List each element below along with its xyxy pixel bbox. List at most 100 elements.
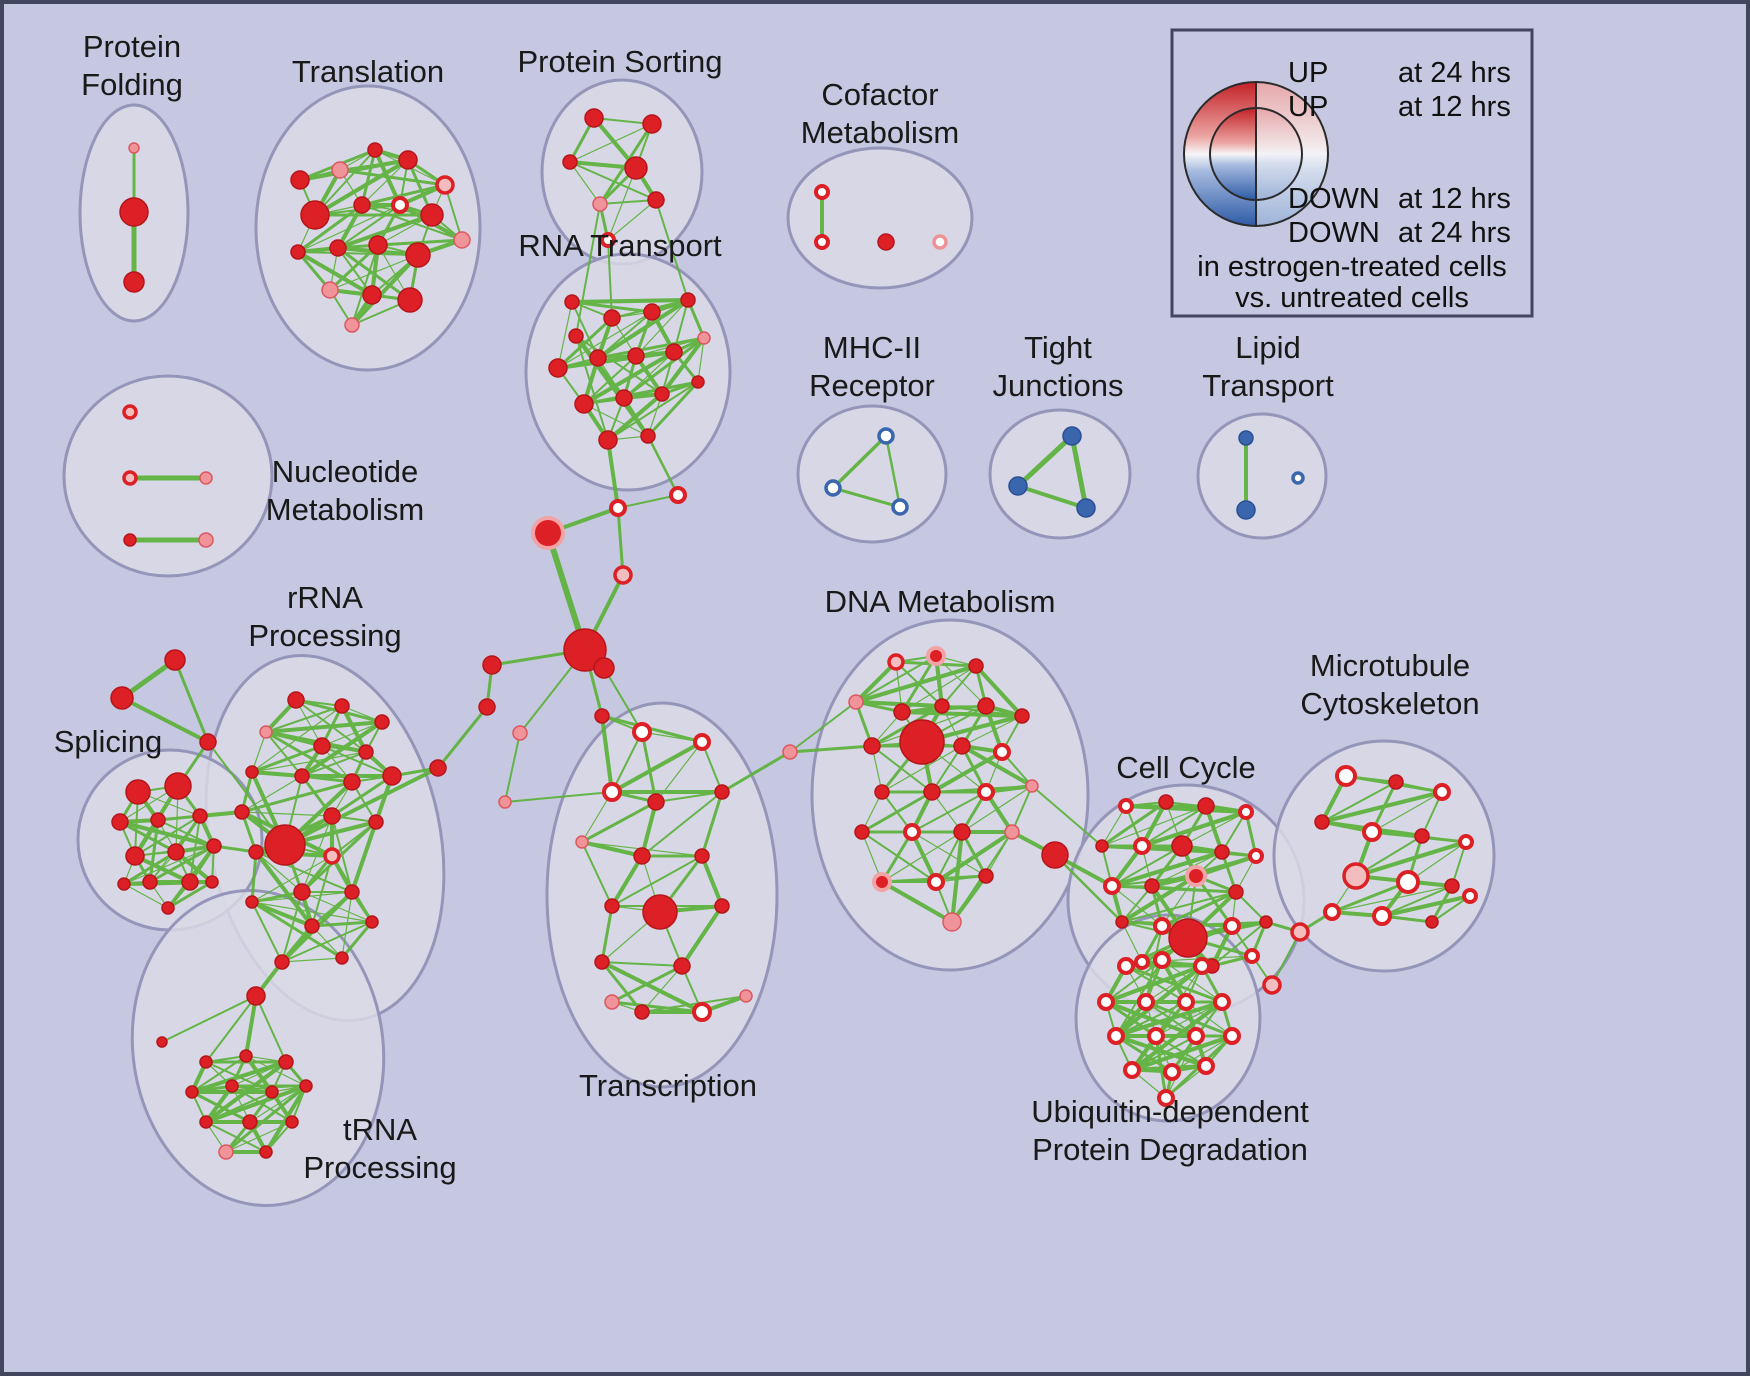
gene-node-ring	[1118, 798, 1134, 814]
gene-node-ring	[1134, 954, 1150, 970]
cluster-label-protein-folding: Folding	[81, 67, 183, 102]
gene-node-pink	[848, 694, 864, 710]
gene-node-red	[953, 737, 971, 755]
edge	[249, 899, 315, 929]
edge	[609, 853, 645, 909]
gene-node-ring	[927, 873, 945, 891]
gene-node-red	[574, 394, 594, 414]
gene-node-ring	[1163, 1063, 1181, 1081]
gene-node-red	[1214, 844, 1230, 860]
gene-node-red	[398, 150, 418, 170]
edge	[655, 791, 723, 803]
gene-node-blue	[1236, 500, 1256, 520]
gene-node-ring	[693, 733, 711, 751]
gene-node-red	[334, 698, 350, 714]
gene-node-red	[1095, 839, 1109, 853]
gene-node-red	[714, 784, 730, 800]
gene-node-red	[604, 898, 620, 914]
legend-time-label: at 24 hrs	[1398, 57, 1511, 89]
gene-node-red	[877, 233, 895, 251]
edge	[973, 663, 1025, 719]
edge	[580, 800, 658, 844]
edge	[339, 159, 409, 171]
gene-node-ring	[1197, 1057, 1215, 1075]
edge	[1379, 893, 1473, 919]
gene-node-red	[225, 1079, 239, 1093]
edge	[1139, 809, 1249, 849]
gene-node-red	[248, 844, 264, 860]
gene-node-red	[640, 428, 656, 444]
gene-node-pink	[604, 994, 620, 1010]
edge	[281, 957, 343, 963]
gene-node-red	[694, 848, 710, 864]
edge	[281, 921, 373, 963]
edge	[328, 243, 380, 292]
gene-node-red	[603, 309, 621, 327]
edge	[255, 995, 287, 1063]
gene-node-red	[335, 951, 349, 965]
edge	[606, 438, 620, 510]
edge	[255, 851, 303, 893]
gene-node-ring	[1223, 917, 1241, 935]
gene-node-red	[1314, 814, 1330, 830]
gene-node-red	[478, 698, 496, 716]
edge	[241, 811, 333, 817]
gene-node-ringpink	[435, 175, 455, 195]
edge	[1103, 963, 1205, 1005]
edge	[1141, 805, 1207, 847]
edge	[635, 299, 689, 357]
gene-node-red	[353, 196, 371, 214]
gene-node-pink	[321, 281, 339, 299]
gene-node-pink	[331, 161, 349, 179]
cluster-label-protein-sorting: Protein Sorting	[517, 44, 722, 79]
edge	[251, 751, 367, 773]
gene-node-red	[344, 884, 360, 900]
edge	[641, 791, 723, 857]
gene-node-ring	[1458, 834, 1474, 850]
edge	[697, 337, 705, 383]
gene-node-red	[1444, 878, 1460, 894]
edge	[117, 819, 217, 849]
gene-node-red	[594, 708, 610, 724]
gene-node-red	[647, 191, 665, 209]
edge	[659, 335, 707, 397]
gene-node-ring	[1153, 917, 1171, 935]
edge	[1113, 999, 1225, 1039]
gene-node-red	[1228, 884, 1244, 900]
edge	[831, 486, 902, 509]
edge	[1109, 849, 1225, 889]
edge	[610, 964, 684, 1004]
gene-node-ring	[1372, 906, 1392, 926]
edge	[1069, 433, 1089, 511]
gene-node-redhalo	[1185, 865, 1207, 887]
gene-node-ring	[1177, 993, 1195, 1011]
gene-node-red	[119, 197, 149, 227]
gene-node-ring	[1107, 1027, 1125, 1045]
edge	[504, 732, 521, 803]
edge	[224, 1084, 308, 1154]
edge	[295, 249, 375, 298]
edge	[1011, 785, 1033, 833]
edge	[250, 850, 258, 904]
gene-node-red	[654, 386, 670, 402]
edge	[1371, 791, 1443, 833]
gene-node-red	[246, 986, 266, 1006]
gene-node-redhalo	[926, 646, 946, 666]
gene-node-red	[293, 883, 311, 901]
gene-node-red	[117, 877, 131, 891]
gene-node-red	[234, 804, 250, 820]
edge	[265, 705, 343, 733]
edge	[225, 1121, 293, 1153]
gene-node-ringpink	[887, 653, 905, 671]
edge	[557, 311, 653, 369]
gene-node-pink	[782, 744, 798, 760]
cluster-label-tight-junctions: Tight	[1024, 330, 1092, 365]
cluster-label-mhc-ii-receptor: Receptor	[809, 368, 935, 403]
edge	[1353, 839, 1469, 879]
edge	[148, 818, 160, 884]
gene-node-red	[300, 200, 330, 230]
gene-node-red	[1158, 794, 1174, 810]
edge	[251, 901, 283, 963]
gene-node-ring	[814, 184, 830, 200]
gene-node-red	[181, 873, 199, 891]
